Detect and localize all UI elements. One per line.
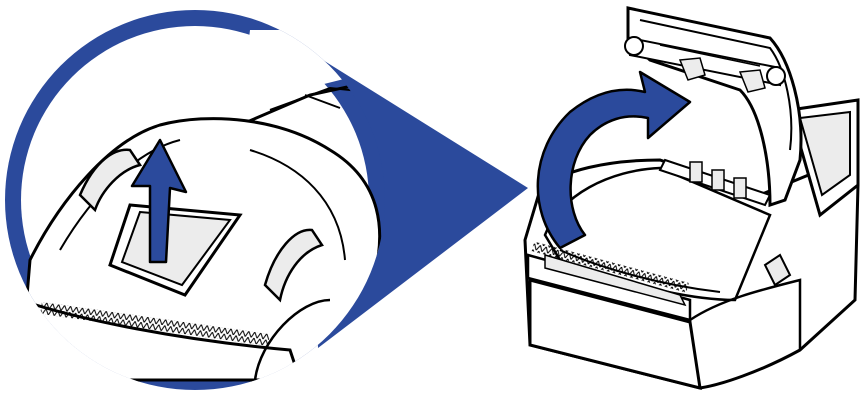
right-grip xyxy=(263,228,324,303)
left-grip xyxy=(78,148,143,213)
interior-roller xyxy=(658,158,772,207)
arrow-up-icon xyxy=(130,138,188,264)
side-latch xyxy=(763,253,792,287)
zoom-callout xyxy=(5,10,528,390)
curved-arrow-open-icon xyxy=(536,70,692,250)
printer-open xyxy=(523,6,860,391)
